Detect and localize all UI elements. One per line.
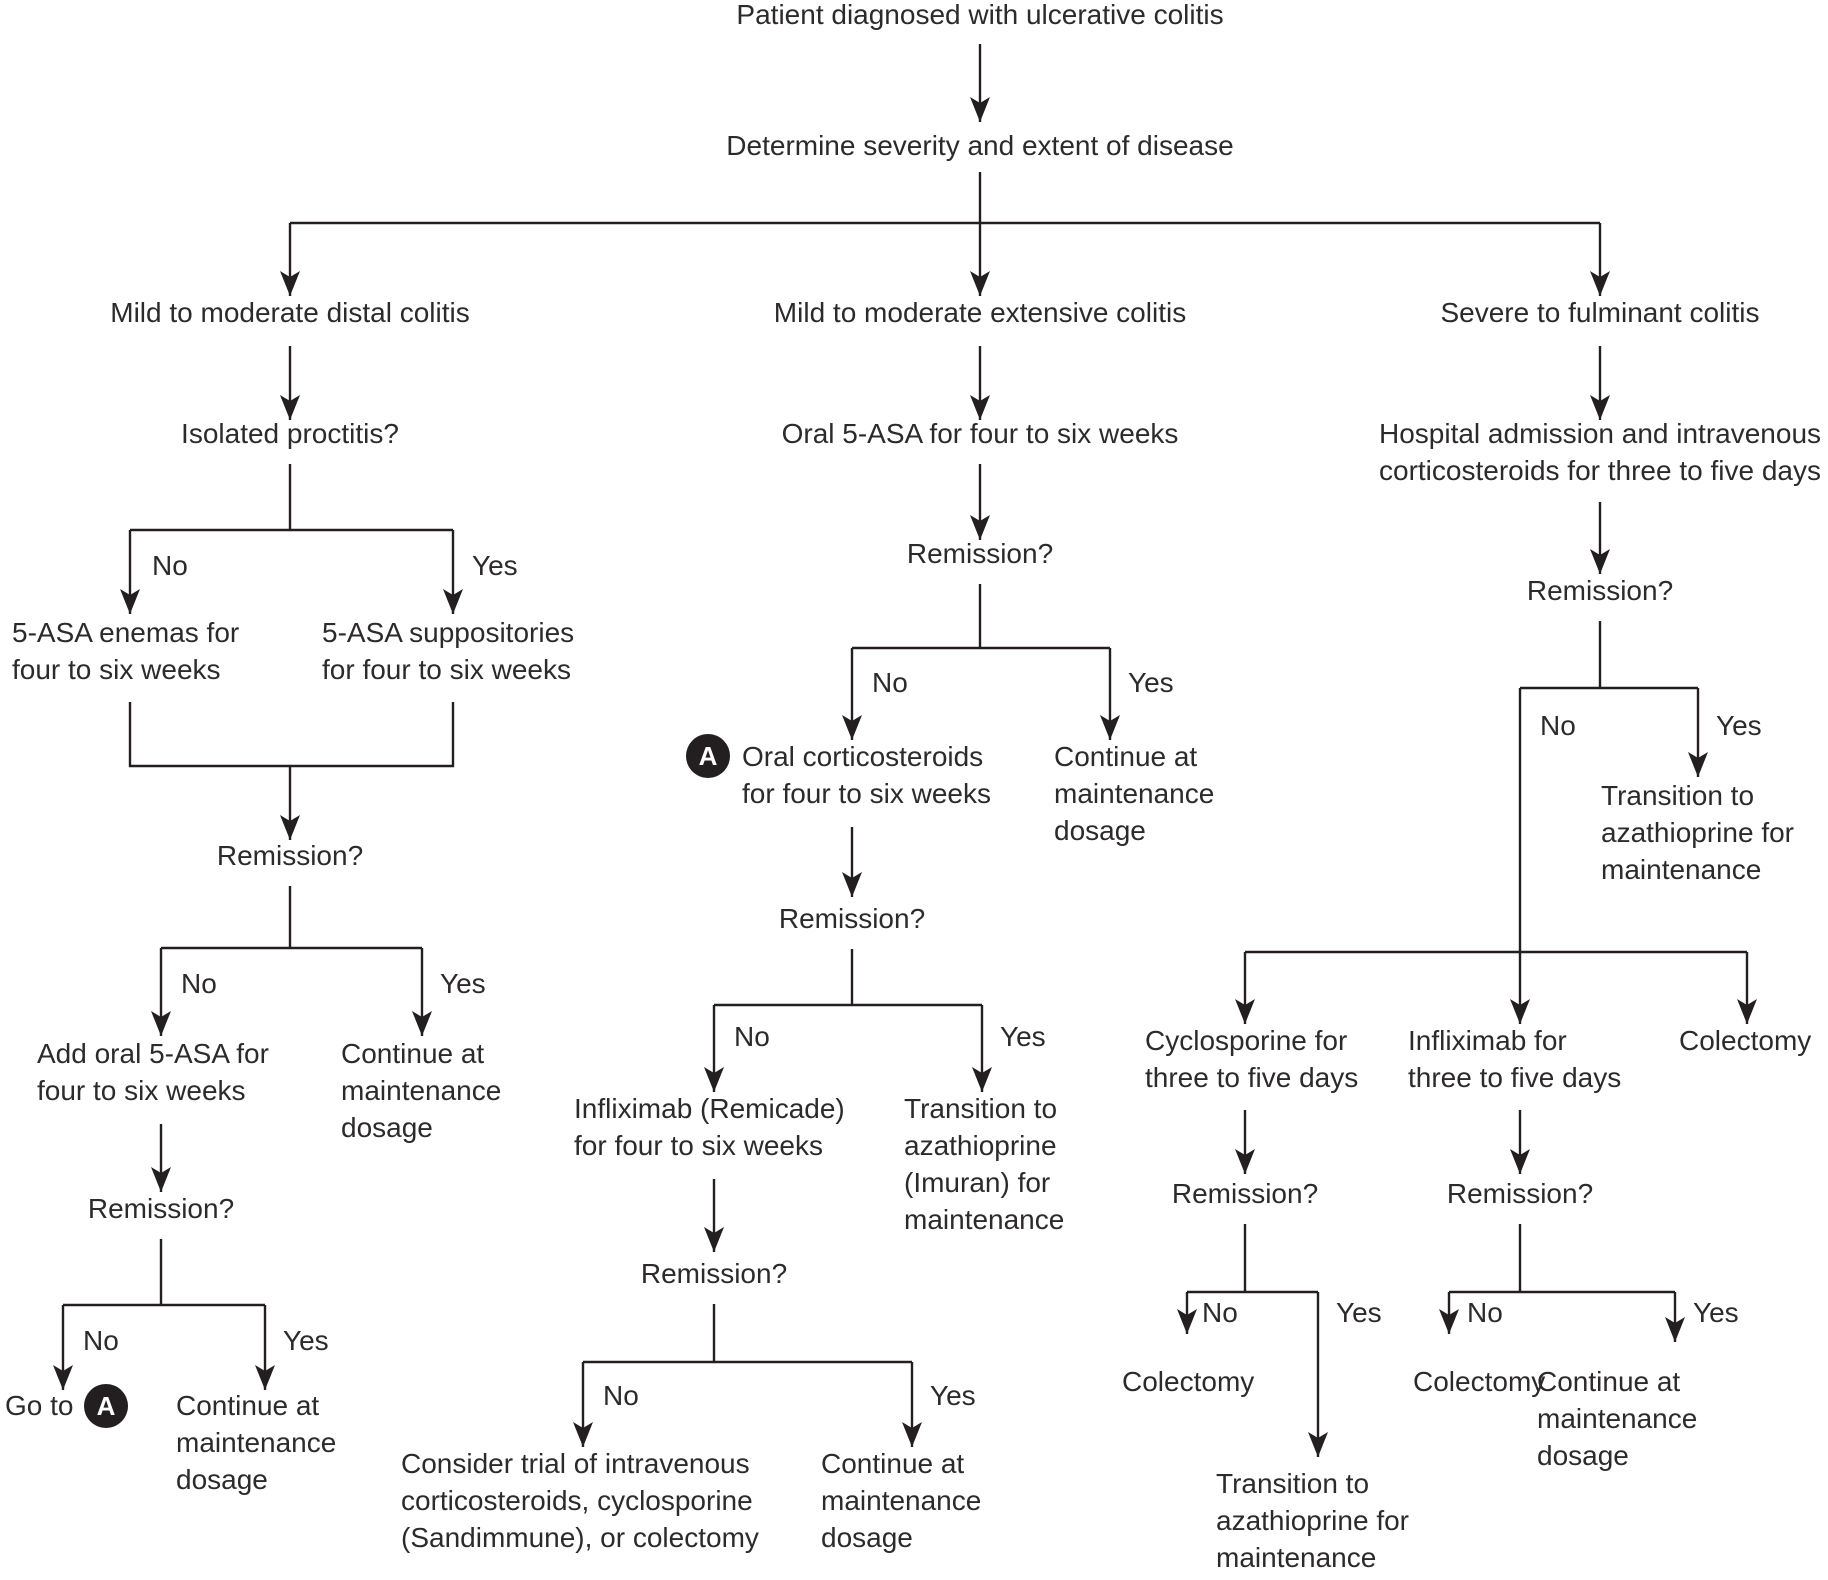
- label-yes-extensive-3: Yes: [930, 1380, 976, 1411]
- node-patient-diagnosed: Patient diagnosed with ulcerative coliti…: [736, 0, 1223, 30]
- badge-a-oral-corticosteroids-circle-icon: [686, 734, 730, 778]
- label-no-distal-1: No: [181, 968, 217, 999]
- node-continue-maintenance-3-line-2: maintenance: [1054, 778, 1214, 809]
- node-transition-azathioprine-1-line-3: maintenance: [1601, 854, 1761, 885]
- badge-a-goto-circle-icon: [84, 1384, 128, 1428]
- node-continue-maintenance-5-line-2: maintenance: [1537, 1403, 1697, 1434]
- node-infliximab-days-line-1: Infliximab for: [1408, 1025, 1567, 1056]
- node-asa-enemas-line-2: four to six weeks: [12, 654, 221, 685]
- node-infliximab-days-line-2: three to five days: [1408, 1062, 1621, 1093]
- label-yes-severe-1: Yes: [1716, 710, 1762, 741]
- node-remission-extensive-1: Remission?: [907, 538, 1053, 569]
- node-continue-maintenance-2-line-1: Continue at: [176, 1390, 319, 1421]
- node-transition-imuran-line-1: Transition to: [904, 1093, 1057, 1124]
- node-continue-maintenance-4-line-1: Continue at: [821, 1448, 964, 1479]
- node-transition-azathioprine-2-line-2: azathioprine for: [1216, 1505, 1409, 1536]
- label-yes-extensive-2: Yes: [1000, 1021, 1046, 1052]
- label-no-distal-2: No: [83, 1325, 119, 1356]
- label-yes-distal-2: Yes: [283, 1325, 329, 1356]
- node-continue-maintenance-3-line-3: dosage: [1054, 815, 1146, 846]
- node-colectomy-3: Colectomy: [1413, 1366, 1545, 1397]
- label-yes-extensive-1: Yes: [1128, 667, 1174, 698]
- node-hospital-admission-line-2: corticosteroids for three to five days: [1379, 455, 1821, 486]
- label-no-extensive-2: No: [734, 1021, 770, 1052]
- node-asa-enemas-line-1: 5-ASA enemas for: [12, 617, 239, 648]
- label-no-severe-2: No: [1202, 1297, 1238, 1328]
- node-isolated-proctitis: Isolated proctitis?: [181, 418, 399, 449]
- node-transition-azathioprine-1-line-2: azathioprine for: [1601, 817, 1794, 848]
- node-cyclosporine-line-1: Cyclosporine for: [1145, 1025, 1347, 1056]
- node-remission-distal-1: Remission?: [217, 840, 363, 871]
- node-asa-suppositories-line-2: for four to six weeks: [322, 654, 571, 685]
- node-continue-maintenance-1-line-1: Continue at: [341, 1038, 484, 1069]
- node-remission-severe-1: Remission?: [1527, 575, 1673, 606]
- node-continue-maintenance-1-line-3: dosage: [341, 1112, 433, 1143]
- node-transition-azathioprine-2-line-3: maintenance: [1216, 1542, 1376, 1573]
- label-no-severe-1: No: [1540, 710, 1576, 741]
- node-consider-trial-line-2: corticosteroids, cyclosporine: [401, 1485, 753, 1516]
- node-continue-maintenance-4-line-2: maintenance: [821, 1485, 981, 1516]
- badge-a-goto-letter: A: [97, 1391, 116, 1421]
- node-continue-maintenance-5-line-3: dosage: [1537, 1440, 1629, 1471]
- node-continue-maintenance-4-line-3: dosage: [821, 1522, 913, 1553]
- node-infliximab-remicade-line-2: for four to six weeks: [574, 1130, 823, 1161]
- node-transition-imuran-line-2: azathioprine: [904, 1130, 1057, 1161]
- connector-enemas-suppositories-merge: [128, 702, 455, 768]
- node-add-oral-asa-line-2: four to six weeks: [37, 1075, 246, 1106]
- node-oral-corticosteroids-line-1: Oral corticosteroids: [742, 741, 983, 772]
- label-yes-severe-2: Yes: [1336, 1297, 1382, 1328]
- node-severe-fulminant: Severe to fulminant colitis: [1440, 297, 1759, 328]
- node-transition-azathioprine-2-line-1: Transition to: [1216, 1468, 1369, 1499]
- node-asa-suppositories-line-1: 5-ASA suppositories: [322, 617, 574, 648]
- node-remission-distal-2: Remission?: [88, 1193, 234, 1224]
- label-no-severe-3: No: [1467, 1297, 1503, 1328]
- node-continue-maintenance-2-line-2: maintenance: [176, 1427, 336, 1458]
- node-continue-maintenance-5-line-1: Continue at: [1537, 1366, 1680, 1397]
- node-infliximab-remicade-line-1: Infliximab (Remicade): [574, 1093, 845, 1124]
- node-continue-maintenance-2-line-3: dosage: [176, 1464, 268, 1495]
- node-consider-trial-line-3: (Sandimmune), or colectomy: [401, 1522, 759, 1553]
- label-no-proctitis: No: [152, 550, 188, 581]
- node-colectomy-2: Colectomy: [1122, 1366, 1254, 1397]
- node-remission-extensive-2: Remission?: [779, 903, 925, 934]
- node-hospital-admission-line-1: Hospital admission and intravenous: [1379, 418, 1821, 449]
- node-mild-extensive-colitis: Mild to moderate extensive colitis: [774, 297, 1186, 328]
- node-remission-severe-3: Remission?: [1447, 1178, 1593, 1209]
- node-remission-extensive-3: Remission?: [641, 1258, 787, 1289]
- node-continue-maintenance-1-line-2: maintenance: [341, 1075, 501, 1106]
- node-colectomy-1: Colectomy: [1679, 1025, 1811, 1056]
- node-continue-maintenance-3-line-1: Continue at: [1054, 741, 1197, 772]
- node-mild-distal-colitis: Mild to moderate distal colitis: [110, 297, 469, 328]
- label-yes-proctitis: Yes: [472, 550, 518, 581]
- node-add-oral-asa-line-1: Add oral 5-ASA for: [37, 1038, 269, 1069]
- node-consider-trial-line-1: Consider trial of intravenous: [401, 1448, 750, 1479]
- node-remission-severe-2: Remission?: [1172, 1178, 1318, 1209]
- label-yes-severe-3: Yes: [1693, 1297, 1739, 1328]
- label-yes-distal-1: Yes: [440, 968, 486, 999]
- node-go-to: Go to: [5, 1390, 73, 1421]
- node-cyclosporine-line-2: three to five days: [1145, 1062, 1358, 1093]
- label-no-extensive-3: No: [603, 1380, 639, 1411]
- label-no-extensive-1: No: [872, 667, 908, 698]
- node-transition-imuran-line-4: maintenance: [904, 1204, 1064, 1235]
- node-transition-azathioprine-1-line-1: Transition to: [1601, 780, 1754, 811]
- node-determine-severity: Determine severity and extent of disease: [726, 130, 1233, 161]
- badge-a-oral-corticosteroids-letter: A: [699, 741, 718, 771]
- node-transition-imuran-line-3: (Imuran) for: [904, 1167, 1050, 1198]
- node-oral-5asa: Oral 5-ASA for four to six weeks: [782, 418, 1179, 449]
- node-oral-corticosteroids-line-2: for four to six weeks: [742, 778, 991, 809]
